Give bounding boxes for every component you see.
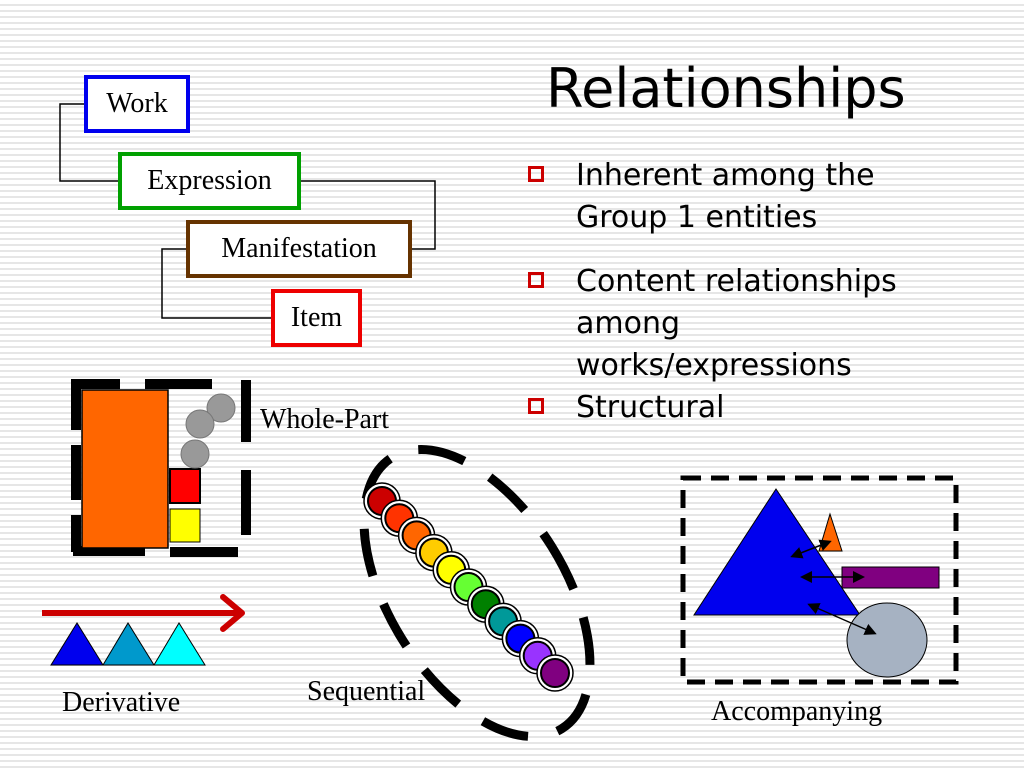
derivative-triangle-3 (153, 622, 206, 666)
sequential-dashed-ellipse (359, 445, 595, 741)
entity-box-manifestation: Manifestation (186, 220, 412, 278)
connector-expression-manifestation (300, 180, 436, 250)
bullet-item: Inherent among the Group 1 entities (528, 155, 998, 239)
derivative-triangle-1 (50, 622, 104, 666)
bullet-text-line: among (576, 306, 681, 341)
slide-title: Relationships (546, 57, 906, 120)
accompanying-dashed-frame (680, 475, 959, 685)
entity-label: Expression (147, 165, 272, 196)
part-circle (180, 439, 210, 469)
entity-box-item: Item (271, 289, 362, 347)
part-rectangle-red (169, 468, 201, 504)
bullet-text-line: Structural (576, 390, 725, 425)
bead (540, 658, 570, 688)
main-triangle (693, 488, 861, 616)
part-circle (185, 409, 215, 439)
sequential-label: Sequential (307, 676, 426, 707)
bullet-list: Inherent among the Group 1 entities Cont… (528, 155, 998, 429)
bullet-text-line: Content relationships (576, 264, 897, 299)
small-triangle (818, 512, 843, 552)
entity-box-work: Work (84, 75, 190, 133)
whole-part-frame (71, 379, 251, 557)
accompanying-circle (846, 602, 928, 678)
square-bullet-icon (528, 398, 544, 414)
connector-work-expression (59, 103, 120, 182)
bullet-item: Structural (528, 387, 998, 429)
entity-label: Manifestation (221, 233, 377, 264)
accompanying-label: Accompanying (711, 696, 883, 727)
entity-box-expression: Expression (118, 152, 301, 210)
square-bullet-icon (528, 272, 544, 288)
bullet-item: Content relationships among works/expres… (528, 261, 998, 387)
part-circle (206, 393, 236, 423)
derivative-triangle-2 (102, 622, 155, 666)
bullet-text-line: Inherent among the (576, 158, 875, 193)
whole-part-label: Whole-Part (260, 404, 390, 435)
whole-rectangle (81, 389, 169, 549)
part-rectangle-yellow (169, 508, 201, 543)
bullet-text-line: Group 1 entities (576, 200, 818, 235)
entity-label: Work (106, 88, 168, 119)
link-arrow (790, 539, 832, 559)
derivative-arrow-head (220, 594, 245, 632)
bead-chain (363, 482, 574, 692)
link-arrow (807, 603, 877, 635)
bullet-text-line: works/expressions (576, 348, 852, 383)
entity-label: Item (290, 302, 343, 333)
derivative-label: Derivative (62, 687, 181, 718)
square-bullet-icon (528, 166, 544, 182)
connector-manifestation-item (161, 248, 273, 319)
